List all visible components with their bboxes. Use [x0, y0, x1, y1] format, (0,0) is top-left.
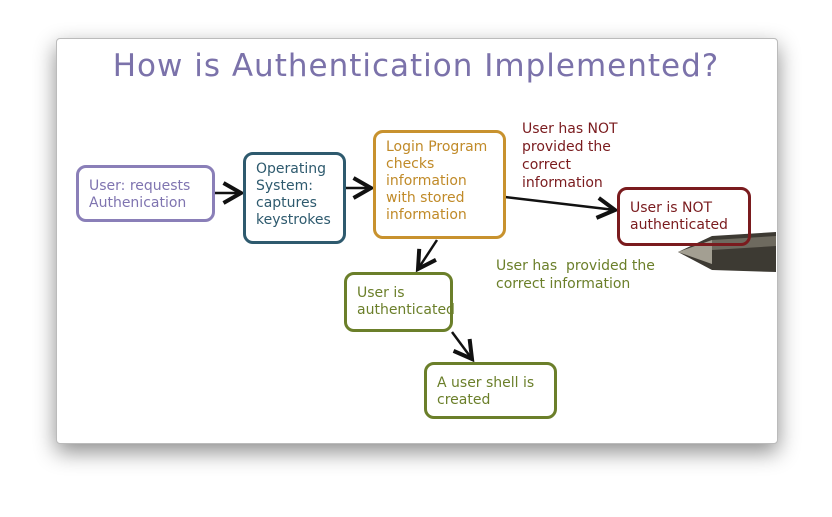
arrow-authenticated-to-shell [450, 331, 475, 363]
label-success: User has provided the correct informatio… [496, 258, 660, 292]
whiteboard [56, 38, 778, 444]
node-login-program: Login Program checks information with st… [373, 130, 506, 239]
node-shell-created: A user shell is created [424, 362, 557, 419]
node-operating-system: Operating System: captures keystrokes [243, 152, 346, 244]
node-user-request: User: requests Authenication [76, 165, 215, 222]
arrow-login-to-authenticated [415, 239, 439, 273]
arrow-login-to-not-authenticated [504, 195, 620, 220]
diagram-title: How is Authentication Implemented? [112, 48, 720, 84]
node-authenticated: User is authenticated [344, 272, 455, 332]
node-not-authenticated: User is NOT authenticated [617, 187, 751, 246]
label-failure: User has NOT provided the correct inform… [522, 121, 618, 191]
pen-icon [678, 232, 776, 272]
